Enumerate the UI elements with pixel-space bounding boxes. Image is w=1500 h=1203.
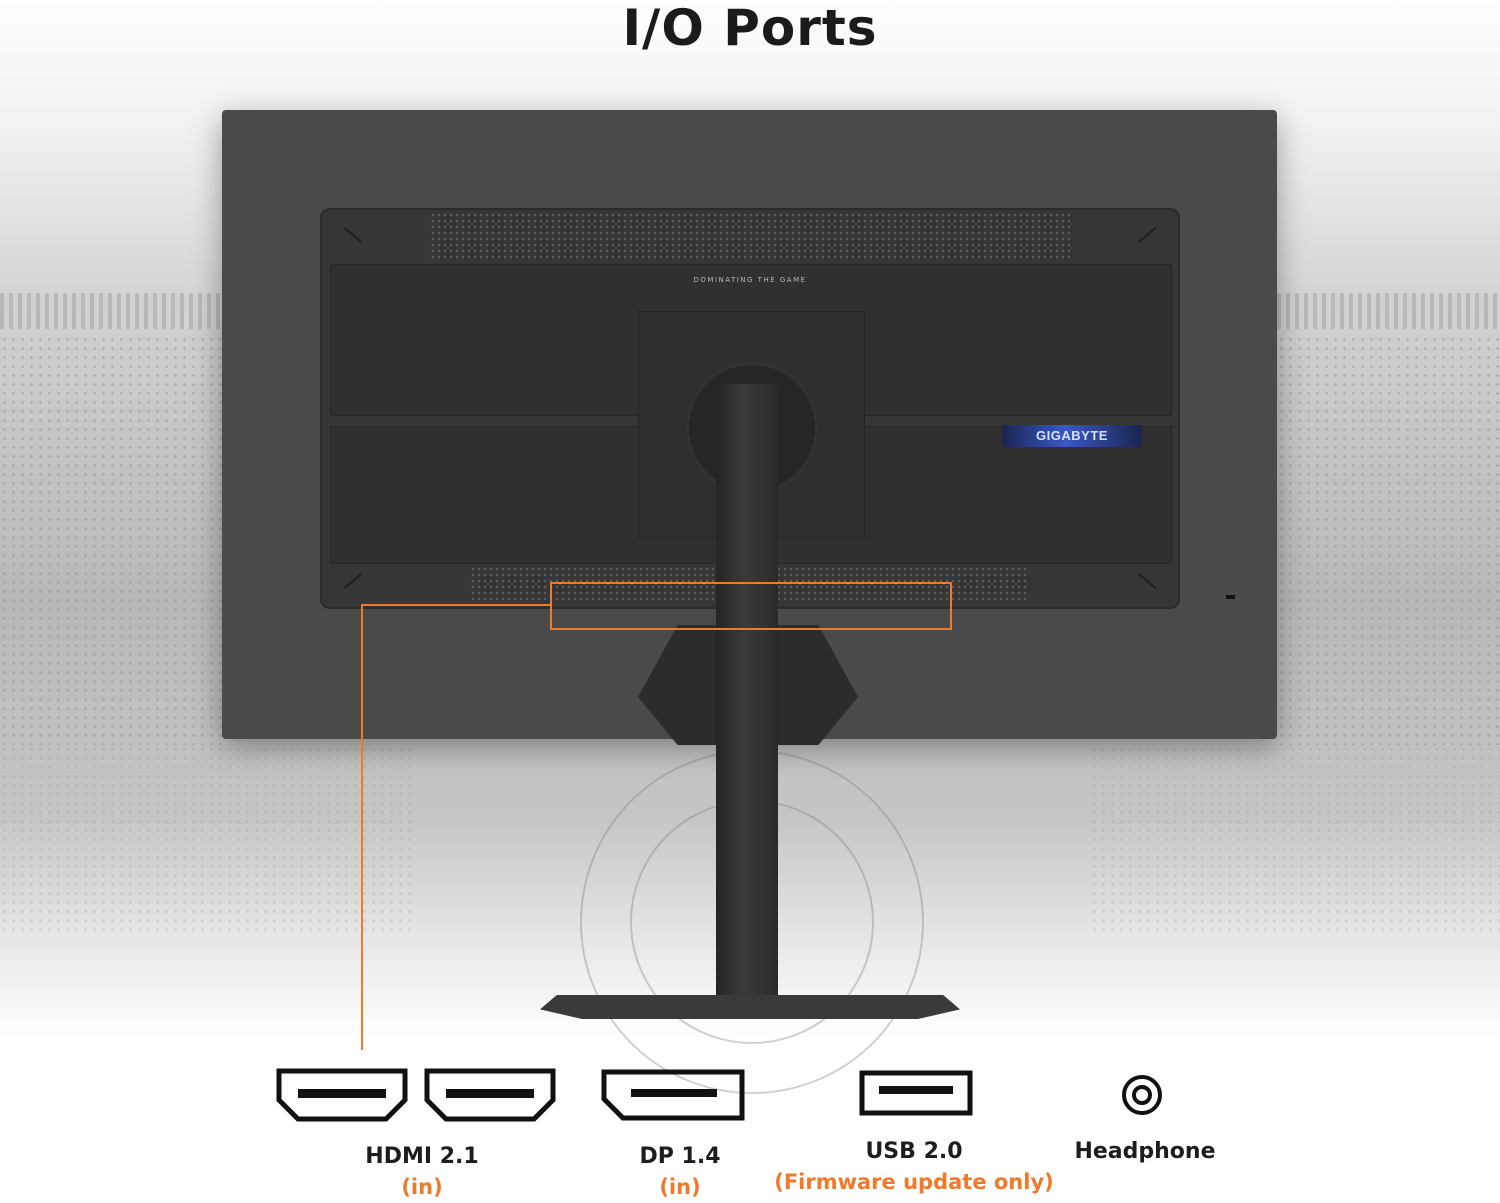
hdmi-port-icon (424, 1068, 556, 1122)
background-texture-left (0, 335, 222, 745)
corner-mark (1137, 227, 1157, 243)
corner-mark (343, 227, 363, 243)
hdmi-port-icon (276, 1068, 408, 1122)
corner-mark (1137, 573, 1157, 589)
stand-base (540, 995, 960, 1019)
background-texture-right (1277, 335, 1500, 745)
usb-label: USB 2.0 (865, 1139, 963, 1164)
usb-port-icon (859, 1070, 973, 1116)
headphone-label: Headphone (1074, 1139, 1216, 1164)
callout-line-vertical (361, 604, 363, 1050)
displayport-icon (601, 1069, 745, 1121)
hdmi-label: HDMI 2.1 (365, 1144, 479, 1169)
page-title: I/O Ports (622, 0, 878, 57)
callout-line-horizontal (361, 604, 551, 606)
dp-direction: (in) (659, 1175, 701, 1199)
background-vents-right (1277, 293, 1500, 329)
background-texture-lower-right (1090, 745, 1500, 935)
corner-mark (343, 573, 363, 589)
brand-logo: GIGABYTE (1002, 425, 1142, 447)
background-texture-lower-left (0, 745, 415, 935)
io-ports-highlight (550, 582, 952, 630)
kensington-slot (1226, 595, 1235, 599)
headphone-jack-icon (1122, 1075, 1162, 1115)
dp-label: DP 1.4 (639, 1144, 721, 1169)
usb-note: (Firmware update only) (774, 1170, 1054, 1194)
background-vents-left (0, 293, 222, 329)
stand-neck (716, 384, 778, 999)
top-vent (430, 212, 1070, 262)
slogan-text: DOMINATING THE GAME (693, 276, 807, 284)
hdmi-direction: (in) (401, 1175, 443, 1199)
